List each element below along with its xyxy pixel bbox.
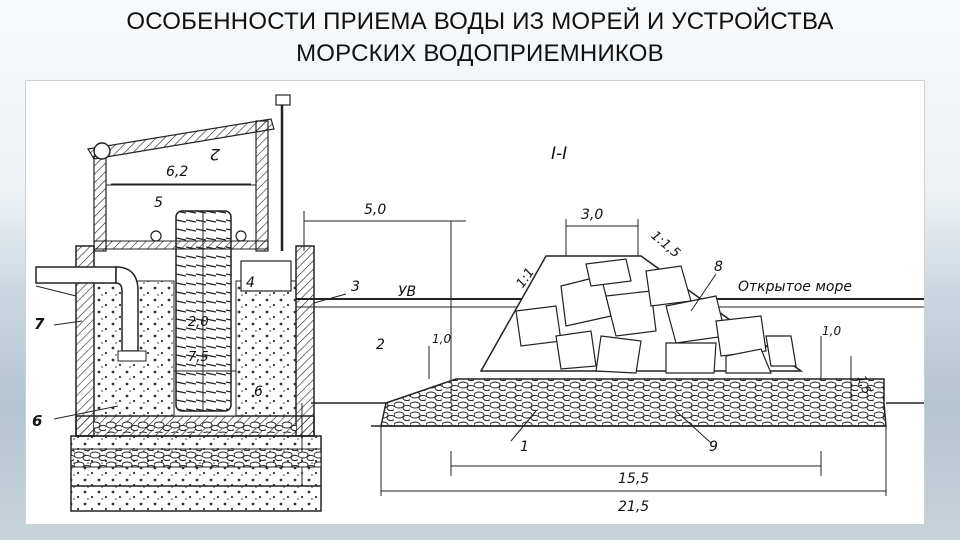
label-4: 4 [246, 275, 255, 291]
label-8: 8 [714, 259, 723, 275]
pump-house [87, 94, 291, 252]
label-1: 1 [520, 439, 529, 455]
intake-diagram: I-I 6,2 2 5,0 3,0 1:1 1:1,5 8 Открытое м… [25, 80, 925, 525]
travelling-screen [150, 210, 292, 412]
dim-slope-right: 1:1,5 [648, 228, 683, 261]
label-6-inner: 6 [254, 384, 263, 400]
dim-crib-top: 3,0 [581, 207, 603, 223]
label-crane: 2 [210, 145, 220, 164]
intake-drawing: I-I 6,2 2 5,0 3,0 1:1 1:1,5 8 Открытое м… [32, 94, 924, 515]
dim-sea-to-crib: 5,0 [364, 202, 386, 218]
dim-lines-left [111, 183, 466, 411]
dim-edge-right: 1,0 [822, 324, 841, 338]
dim-lines-bottom [380, 219, 887, 496]
slide-title: ОСОБЕННОСТИ ПРИЕМА ВОДЫ ИЗ МОРЕЙ И УСТРО… [0, 6, 960, 70]
label-7-left: 7 [34, 315, 45, 333]
label-5: 5 [154, 195, 163, 211]
label-open-sea: Открытое море [738, 279, 852, 295]
dim-screen-h1: 2,0 [188, 315, 209, 330]
dim-base-total: 21,5 [618, 499, 649, 515]
dim-screen-h2: 7,5 [188, 350, 209, 365]
leader-lines [53, 273, 717, 444]
intake-pipe [35, 266, 147, 362]
label-6-left: 6 [32, 412, 42, 430]
section-label: I-I [551, 144, 567, 164]
foundation [70, 435, 322, 512]
label-water-level: УВ [398, 284, 416, 300]
dim-depth-right: 1,5 [854, 373, 874, 396]
label-9: 9 [709, 439, 718, 455]
label-3: 3 [351, 279, 360, 295]
label-2: 2 [376, 337, 385, 353]
title-line-2: МОРСКИХ ВОДОПРИЕМНИКОВ [296, 40, 664, 67]
dim-edge-left: 1,0 [432, 332, 451, 346]
title-line-1: ОСОБЕННОСТИ ПРИЕМА ВОДЫ ИЗ МОРЕЙ И УСТРО… [126, 8, 834, 35]
dim-base-inner: 15,5 [618, 471, 649, 487]
dim-building-width: 6,2 [166, 164, 188, 180]
